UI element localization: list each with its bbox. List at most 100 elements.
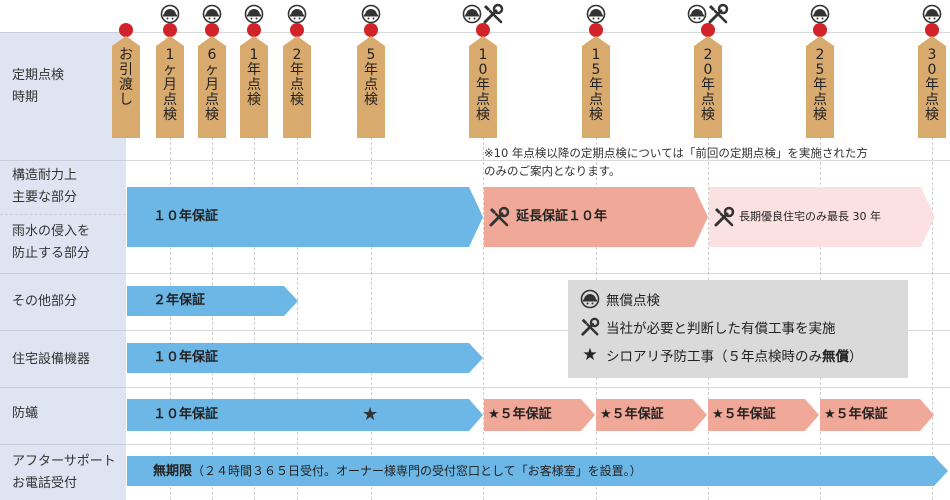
milestone-label: 2 5 年 点 検 [813, 47, 827, 123]
row-header-structure: 構造耐力上 主要な部分 [0, 160, 126, 214]
legend-text-strong: 無償 [822, 349, 849, 365]
row-label-inspection: 定期点検 時期 [12, 68, 65, 105]
bar-equipment-10yr: １０年保証 [127, 343, 483, 373]
row-label-structure: 構造耐力上 主要な部分 [12, 168, 78, 205]
bar-label: ★５年保証 [824, 399, 888, 431]
wrench-screwdriver-icon [488, 206, 510, 232]
inspection-note: ※10 年点検以降の定期点検については「前回の定期点検」を実施された方 のみのご… [484, 146, 868, 178]
legend-item-free: 無償点検 [580, 289, 660, 309]
milestone-dot [813, 23, 827, 37]
bar-structure-long: 長期優良住宅のみ最長 30 年 [709, 187, 935, 247]
milestone-dot [247, 23, 261, 37]
row-header-other: その他部分 [0, 273, 126, 330]
star-icon: ★ [824, 407, 836, 422]
milestone-dot [364, 23, 378, 37]
bar-label: １０年保証 [153, 407, 219, 422]
milestone-label: お 引 渡 し [119, 47, 133, 108]
row-header-inspection: 定期点検 時期 [0, 32, 126, 160]
star-icon: ★ [488, 407, 500, 422]
legend-item-termite: ★ シロアリ予防工事（５年点検時のみ無償） [580, 345, 863, 365]
milestone-label: 2 年 点 検 [290, 47, 304, 108]
row-header-support: アフターサポート お電話受付 [0, 444, 126, 500]
helmet-icon [810, 3, 830, 25]
row-label-support: アフターサポート お電話受付 [12, 454, 116, 491]
milestone-dot [589, 23, 603, 37]
bar-label: 延長保証１０年 [516, 209, 608, 224]
milestone-label: 1 0 年 点 検 [476, 47, 490, 123]
milestone-tag: 6 ヶ 月 点 検 [198, 36, 226, 138]
bar-label-text: ５年保証 [835, 407, 888, 422]
bar-label-text: ５年保証 [723, 407, 776, 422]
helmet-icon [160, 3, 180, 25]
milestone-dot [925, 23, 939, 37]
bar-structure-10yr: １０年保証 [127, 187, 483, 247]
star-icon: ★ [362, 404, 379, 425]
bar-label: １０年保証 [153, 350, 219, 365]
bar-support-unlimited: 無期限（２４時間３６５日受付。オーナー様専門の受付窓口として「お客様室」を設置。… [127, 456, 948, 486]
milestone-tag: 2 5 年 点 検 [806, 36, 834, 138]
star-icon: ★ [582, 345, 598, 365]
milestone-tag: 1 0 年 点 検 [469, 36, 497, 138]
bar-label: １０年保証 [153, 209, 219, 224]
milestone-label: 1 5 年 点 検 [589, 47, 603, 123]
bar-structure-extended: 延長保証１０年 [484, 187, 708, 247]
row-label-rain: 雨水の侵入を 防止する部分 [12, 224, 91, 261]
helmet-icon [287, 3, 307, 25]
wrench-screwdriver-icon [708, 3, 729, 24]
milestone-label: 5 年 点 検 [364, 47, 378, 108]
legend-text-suffix: ） [849, 349, 863, 365]
star-icon: ★ [600, 407, 612, 422]
milestone-tag: 1 5 年 点 検 [582, 36, 610, 138]
milestone-tag: 1 年 点 検 [240, 36, 268, 138]
milestone-dot [701, 23, 715, 37]
legend-text: 無償点検 [606, 293, 660, 309]
bar-termite-ext-4: ★５年保証 [820, 399, 934, 431]
support-detail: （２４時間３６５日受付。オーナー様専門の受付窓口として「お客様室」を設置。） [192, 464, 642, 478]
milestone-tag: 2 0 年 点 検 [694, 36, 722, 138]
helmet-icon [922, 3, 942, 25]
bar-label: ２年保証 [153, 293, 206, 308]
bar-label-text: ５年保証 [611, 407, 664, 422]
bar-label: 無期限（２４時間３６５日受付。オーナー様専門の受付窓口として「お客様室」を設置。… [153, 456, 642, 487]
legend-text: 当社が必要と判断した有償工事を実施 [606, 321, 836, 337]
helmet-icon [244, 3, 264, 25]
legend-box: 無償点検 当社が必要と判断した有償工事を実施 ★ シロアリ予防工事（５年点検時の… [568, 280, 908, 378]
row-header-termite: 防蟻 [0, 387, 126, 444]
helmet-icon [361, 3, 381, 25]
milestone-label: 1 年 点 検 [247, 47, 261, 108]
wrench-screwdriver-icon [483, 3, 504, 24]
milestone-dot [163, 23, 177, 37]
star-icon: ★ [712, 407, 724, 422]
bar-label: ★５年保証 [488, 399, 552, 431]
wrench-screwdriver-icon [713, 206, 735, 232]
milestone-dot [476, 23, 490, 37]
milestone-tag: 5 年 点 検 [357, 36, 385, 138]
bar-label: ★５年保証 [600, 399, 664, 431]
milestone-tag: 2 年 点 検 [283, 36, 311, 138]
bar-other-2yr: ２年保証 [127, 286, 298, 316]
milestone-label: 6 ヶ 月 点 検 [205, 47, 219, 123]
helmet-icon [462, 4, 482, 24]
milestone-label: 1 ヶ 月 点 検 [163, 47, 177, 123]
milestone-tag: お 引 渡 し [112, 36, 140, 138]
helmet-icon [687, 4, 707, 24]
wrench-screwdriver-icon [581, 317, 600, 336]
bar-termite-10yr: １０年保証 ★ [127, 399, 483, 431]
bar-label: 長期優良住宅のみ最長 30 年 [739, 210, 881, 223]
row-label-termite: 防蟻 [12, 406, 39, 421]
row-label-equipment: 住宅設備機器 [12, 352, 91, 367]
milestone-dot [119, 23, 133, 37]
row-header-equipment: 住宅設備機器 [0, 330, 126, 387]
helmet-icon [580, 289, 600, 309]
helmet-icon [586, 3, 606, 25]
bar-label-text: ５年保証 [499, 407, 552, 422]
milestone-tag: 1 ヶ 月 点 検 [156, 36, 184, 138]
support-strong: 無期限 [153, 464, 193, 479]
bar-termite-ext-3: ★５年保証 [708, 399, 819, 431]
legend-item-paid: 当社が必要と判断した有償工事を実施 [580, 317, 836, 337]
helmet-icon [202, 3, 222, 25]
row-label-other: その他部分 [12, 294, 78, 309]
milestone-dot [290, 23, 304, 37]
milestone-label: 3 0 年 点 検 [925, 47, 939, 123]
helmet-wrench-icons [687, 3, 729, 25]
